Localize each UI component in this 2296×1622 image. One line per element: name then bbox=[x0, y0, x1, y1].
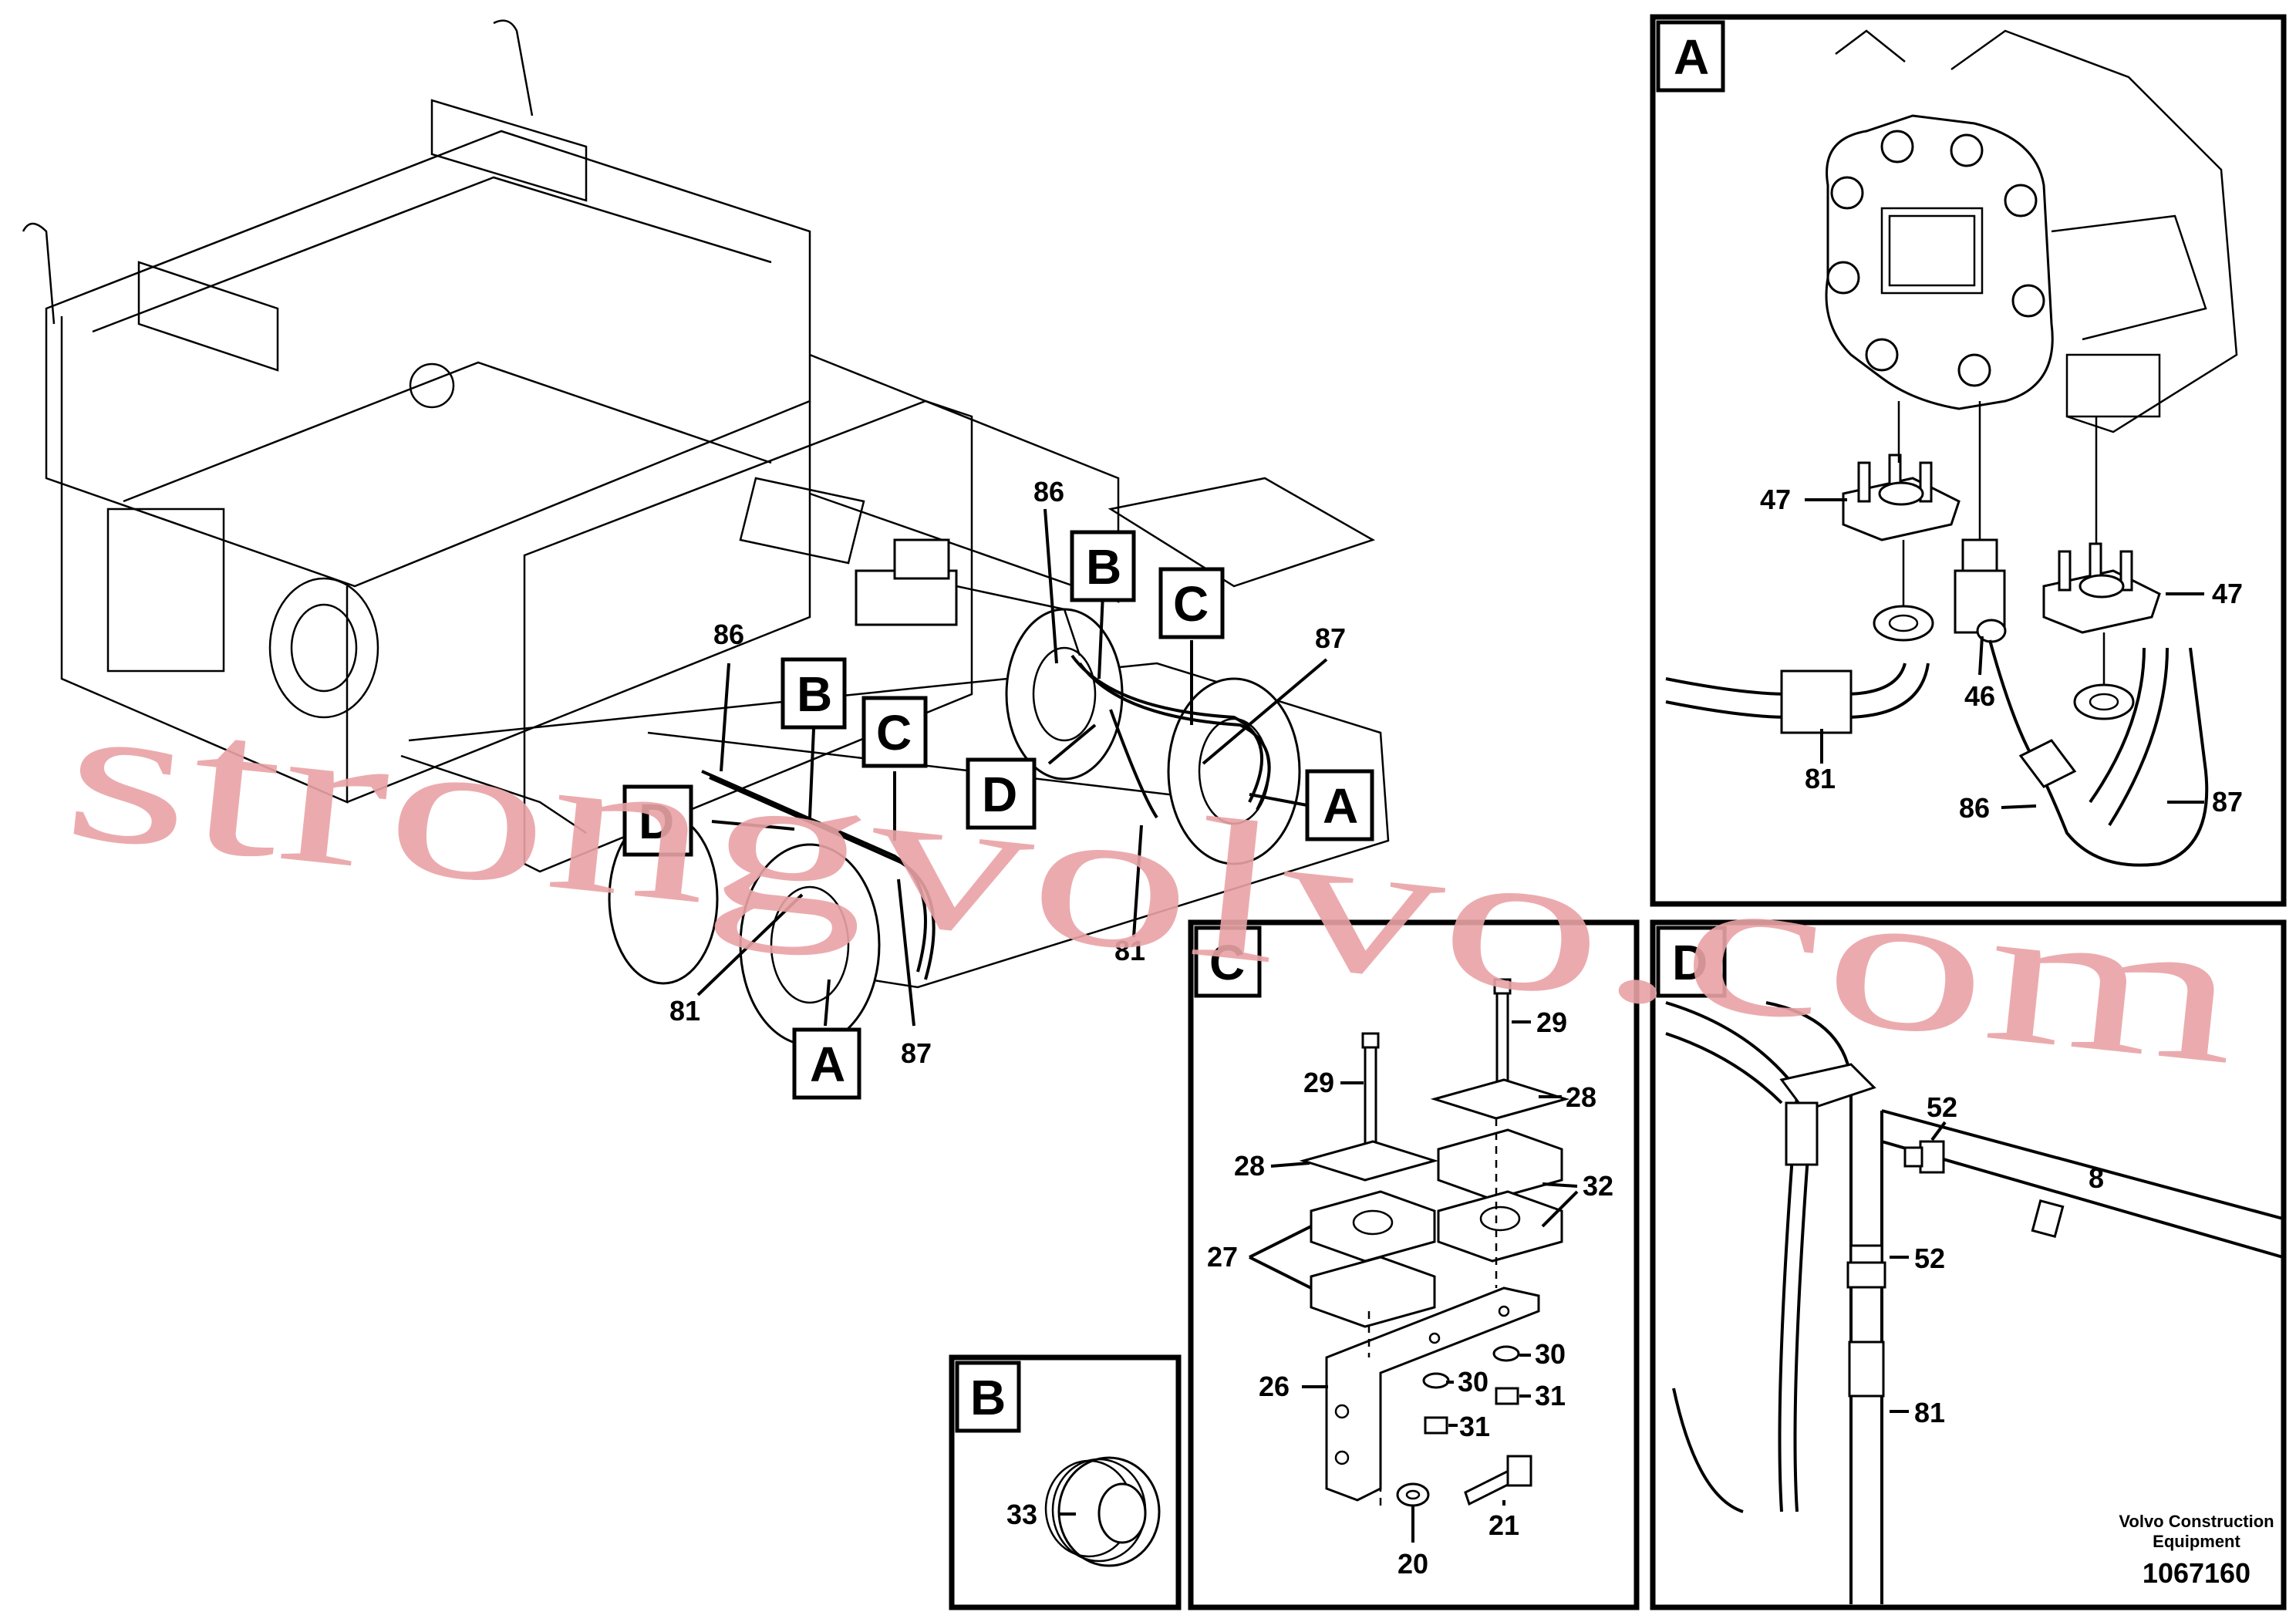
panel-c-callout-28-right: 28 bbox=[1566, 1081, 1596, 1113]
panel-c-callout-32: 32 bbox=[1583, 1170, 1613, 1202]
panel-a-callout-47-left: 47 bbox=[1760, 484, 1791, 515]
panel-c-callout-26: 26 bbox=[1259, 1371, 1290, 1402]
main-leader-lines bbox=[696, 508, 1328, 1027]
seal-ring-right bbox=[2073, 632, 2135, 720]
panel-c-callout-30-right: 30 bbox=[1535, 1338, 1566, 1370]
panel-c-callout-31-right: 31 bbox=[1535, 1380, 1566, 1411]
panel-a-callout-87: 87 bbox=[2212, 786, 2243, 818]
machine-frame bbox=[22, 19, 1390, 989]
panel-b-label: B bbox=[970, 1370, 1006, 1425]
company-name-line1: Volvo Construction bbox=[2119, 1512, 2274, 1531]
washer-30-right bbox=[1492, 1345, 1520, 1362]
detail-panel-c: C bbox=[1188, 919, 1640, 1610]
detail-panel-d: D bbox=[1650, 919, 2287, 1610]
tee-fitting bbox=[1779, 1063, 1876, 1166]
panel-a-callout-47-right: 47 bbox=[2212, 578, 2243, 609]
flange-right bbox=[2042, 416, 2161, 634]
washer-20 bbox=[1396, 1482, 1430, 1507]
svg-text:A: A bbox=[810, 1037, 845, 1092]
detail-ref-c-right[interactable]: C bbox=[1158, 567, 1225, 639]
callout-81-left: 81 bbox=[669, 995, 700, 1027]
panel-d-callout-52-top: 52 bbox=[1927, 1091, 1957, 1123]
detail-ref-b-left[interactable]: B bbox=[781, 657, 847, 730]
panel-c-callout-29-right: 29 bbox=[1536, 1007, 1567, 1038]
panel-c-callout-27: 27 bbox=[1207, 1241, 1238, 1273]
callout-87-left: 87 bbox=[901, 1037, 932, 1069]
detail-panel-a: A bbox=[1650, 14, 2287, 907]
panel-c-callout-21: 21 bbox=[1489, 1509, 1519, 1541]
washer-30-mid bbox=[1422, 1372, 1450, 1389]
hose-81 bbox=[1665, 663, 1930, 734]
nut-31-right bbox=[1495, 1387, 1519, 1405]
panel-c-leaders bbox=[1249, 1020, 1579, 1543]
panel-a-label: A bbox=[1674, 29, 1709, 85]
flange-left bbox=[1842, 401, 1961, 541]
watermark-text: strongvolvo.com bbox=[56, 658, 2250, 1107]
coupling bbox=[2031, 1199, 2065, 1239]
hose-86-87 bbox=[1988, 639, 2209, 867]
panel-d-leaders bbox=[1890, 1121, 1947, 1413]
svg-text:B: B bbox=[797, 666, 832, 722]
svg-text:B: B bbox=[1086, 539, 1121, 595]
panel-b-callout-33: 33 bbox=[1006, 1499, 1037, 1530]
clamp-27-left bbox=[1310, 1190, 1436, 1328]
bracket-26 bbox=[1325, 1118, 1540, 1512]
panel-c-label: C bbox=[1209, 935, 1245, 990]
panel-c-callout-28-left: 28 bbox=[1234, 1150, 1265, 1182]
company-name-line2: Equipment bbox=[2153, 1532, 2240, 1551]
panel-a-callout-86: 86 bbox=[1959, 792, 1990, 824]
main-detail-refs: B C D A B C D A bbox=[622, 530, 1374, 1100]
panel-d-callout-81: 81 bbox=[1914, 1397, 1945, 1428]
seal-ring-left bbox=[1873, 540, 1934, 642]
bolt-29-left bbox=[1361, 1032, 1380, 1157]
hose-end-81 bbox=[1848, 1340, 1885, 1398]
svg-text:A: A bbox=[1323, 778, 1358, 834]
panel-d-callout-52-mid: 52 bbox=[1914, 1243, 1945, 1274]
callout-86-left: 86 bbox=[713, 619, 744, 650]
drawing-number: 1067160 bbox=[2143, 1557, 2250, 1589]
detail-ref-a-right[interactable]: A bbox=[1305, 769, 1374, 841]
detail-ref-d-right[interactable]: D bbox=[966, 757, 1037, 830]
nut-31-mid bbox=[1424, 1416, 1448, 1435]
svg-text:D: D bbox=[982, 767, 1017, 822]
clamp-32-right bbox=[1437, 1128, 1563, 1263]
svg-text:C: C bbox=[876, 705, 912, 760]
grommet-33 bbox=[1044, 1456, 1161, 1567]
hose-routing bbox=[701, 654, 1271, 980]
detail-ref-d-left[interactable]: D bbox=[622, 784, 693, 857]
bolt-21 bbox=[1464, 1455, 1532, 1506]
adapter-52-mid bbox=[1846, 1244, 1886, 1289]
detail-ref-a-left[interactable]: A bbox=[792, 1027, 861, 1100]
panel-c-callout-29-left: 29 bbox=[1303, 1067, 1334, 1098]
panel-a-leaders bbox=[1805, 498, 2204, 809]
detail-panel-b: B 33 bbox=[949, 1354, 1182, 1610]
panel-a-callout-81: 81 bbox=[1805, 763, 1836, 794]
pump-housing bbox=[1825, 29, 2238, 433]
detail-ref-c-left[interactable]: C bbox=[861, 696, 928, 768]
panel-a-callout-46: 46 bbox=[1964, 680, 1995, 712]
panel-c-callout-20: 20 bbox=[1397, 1548, 1428, 1580]
main-callouts: 86 86 87 87 81 81 bbox=[669, 476, 1346, 1069]
panel-d-callout-8: 8 bbox=[2089, 1162, 2104, 1194]
callout-81-right: 81 bbox=[1114, 935, 1145, 966]
svg-text:C: C bbox=[1173, 576, 1209, 632]
callout-87-right: 87 bbox=[1315, 622, 1346, 654]
detail-ref-b-right[interactable]: B bbox=[1070, 530, 1136, 602]
svg-text:D: D bbox=[639, 794, 674, 849]
panel-d-label: D bbox=[1672, 935, 1708, 990]
adapter-52-top bbox=[1903, 1140, 1945, 1174]
panel-c-callout-31-mid: 31 bbox=[1459, 1411, 1490, 1442]
plate-28-right bbox=[1430, 1078, 1570, 1120]
valve-block bbox=[855, 538, 1081, 656]
elbow-fitting-46 bbox=[1954, 401, 2007, 643]
callout-86-right: 86 bbox=[1033, 476, 1064, 508]
plate-28-left bbox=[1299, 1140, 1439, 1182]
panel-c-callout-30-mid: 30 bbox=[1458, 1366, 1489, 1398]
